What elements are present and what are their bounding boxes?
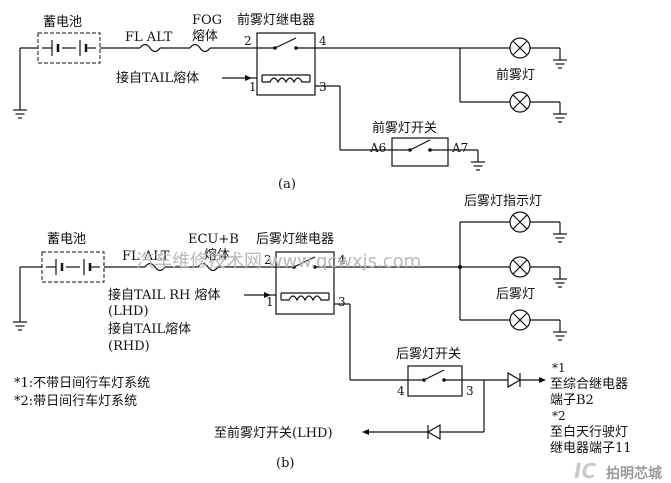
fuse1-icon-a — [139, 43, 161, 53]
ground-icon-a2 — [553, 59, 567, 69]
diagram-b: 蓄电池 FL ALT ECU+B 熔体 后雾灯继电器 2 4 1 — [13, 194, 632, 471]
lamp-label-a: 前雾灯 — [496, 67, 535, 83]
ground-icon-b2 — [553, 233, 567, 243]
lamp-icon-b1 — [509, 256, 531, 278]
watermark-corner: IC 拍明芯城 — [574, 459, 662, 483]
to-drl-line2: 继电器端子11 — [550, 441, 632, 456]
lamp-icon-a2 — [509, 91, 531, 113]
tail-input-label-a: 接自TAIL熔体 — [116, 70, 199, 86]
caption-b: (b) — [276, 456, 294, 471]
note-1: *1:不带日间行车灯系统 — [14, 375, 150, 391]
relay-coil-icon-b — [281, 295, 329, 302]
indicator-label-b: 后雾灯指示灯 — [464, 194, 542, 209]
switch-a-pin-a6: A6 — [369, 141, 386, 155]
fuse1-label-b: FL ALT — [122, 249, 170, 264]
diode-icon-b2 — [426, 423, 441, 441]
relay-label-a: 前雾灯继电器 — [237, 12, 315, 28]
switch-b-pin4: 4 — [397, 384, 405, 398]
junction-dot-b — [458, 265, 462, 269]
switch-a-pin-a7: A7 — [451, 141, 468, 155]
lamp-icon-a1 — [509, 37, 531, 59]
relay-a-pin4: 4 — [319, 34, 327, 48]
switch-contact-icon-a — [392, 139, 448, 152]
fuse2-icon-b — [197, 262, 219, 272]
fuse2-label-b1: ECU+B — [188, 232, 239, 247]
battery-icon-b — [46, 259, 100, 275]
watermark-center: 汽车维修技术网 www.qcwxjs.com — [136, 251, 421, 272]
rhd-label-b: (RHD) — [108, 339, 150, 354]
relay-b-pin2: 2 — [264, 253, 272, 267]
battery-icon-a — [42, 40, 96, 56]
indicator-lamp-icon-b — [509, 211, 531, 233]
svg-text:IC: IC — [574, 459, 596, 483]
switch-contact-icon-b — [408, 369, 462, 382]
to-front-switch-label: 至前雾灯开关(LHD) — [214, 425, 333, 441]
switch-box-a — [391, 137, 449, 167]
ground-icon-b3 — [553, 278, 567, 288]
caption-a: (a) — [278, 177, 296, 192]
diode-icon-b1 — [507, 371, 522, 389]
to-relay-line2: 端子B2 — [550, 393, 594, 408]
fuse1-label-a: FL ALT — [125, 30, 173, 45]
watermark-corner-text: 拍明芯城 — [606, 465, 662, 482]
fuse2-label-a1: FOG — [192, 13, 222, 28]
to-relay-line1: 至综合继电器 — [550, 377, 628, 392]
relay-box-a — [256, 32, 316, 96]
arrow-icon-b-relay — [539, 377, 546, 383]
relay-a-pin1: 1 — [249, 80, 257, 94]
battery-label-a: 蓄电池 — [43, 15, 82, 30]
ground-icon-a1 — [13, 109, 27, 119]
relay-contact-icon-a — [257, 37, 315, 50]
switch-label-a: 前雾灯开关 — [372, 120, 437, 136]
tail-label-b: 接自TAIL熔体 — [108, 321, 191, 337]
switch-label-b: 后雾灯开关 — [396, 347, 461, 362]
switch-b-pin3: 3 — [466, 384, 474, 398]
relay-b-pin4: 4 — [338, 253, 346, 267]
fuse2-label-b2: 熔体 — [204, 248, 230, 263]
tail-rh-label-b: 接自TAIL RH 熔体 — [108, 287, 221, 303]
relay-contact-icon-b — [276, 256, 334, 269]
lamp-label-b: 后雾灯 — [496, 287, 535, 302]
to-drl-line1: 至白天行驶灯 — [550, 424, 628, 440]
switch-box-b — [407, 365, 463, 397]
ground-icon-b4 — [553, 331, 567, 341]
fuse1-icon-b — [144, 262, 166, 272]
arrow-icon-a-tail — [245, 75, 252, 81]
relay-label-b: 后雾灯继电器 — [256, 232, 334, 247]
diagram-a: 蓄电池 FL ALT FOG 熔体 前雾灯继电器 2 — [13, 12, 567, 192]
fuse2-label-a2: 熔体 — [192, 29, 218, 44]
fuse2-icon-a — [189, 43, 211, 53]
arrow-icon-b-tail — [264, 292, 271, 298]
relay-b-pin3: 3 — [338, 295, 346, 309]
to-relay-mark: *1 — [552, 361, 566, 375]
ground-icon-a3 — [553, 113, 567, 123]
to-drl-mark: *2 — [552, 409, 566, 423]
ground-icon-a4 — [471, 161, 485, 171]
relay-b-pin1: 1 — [266, 295, 274, 309]
lhd-label-b: (LHD) — [108, 304, 149, 319]
relay-coil-icon-a — [262, 77, 310, 84]
note-2: *2:带日间行车灯系统 — [14, 393, 137, 409]
lamp-icon-b2 — [509, 309, 531, 331]
battery-label-b: 蓄电池 — [47, 232, 86, 247]
relay-a-pin2: 2 — [244, 34, 252, 48]
ground-icon-b1 — [13, 321, 27, 331]
relay-a-pin3: 3 — [319, 80, 327, 94]
arrow-icon-b-front — [362, 429, 369, 435]
